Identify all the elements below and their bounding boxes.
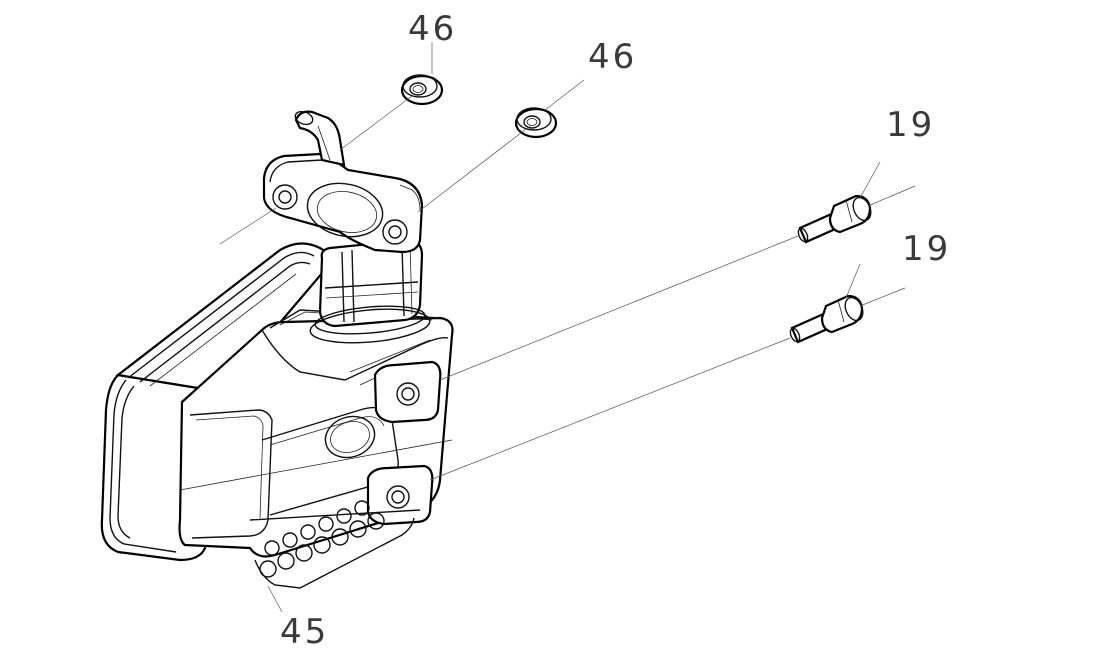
callout-nut-right: 46 [588,37,637,77]
callout-nut-left: 46 [408,9,457,49]
assembly-centerlines [219,95,916,481]
bolt-bottom [789,294,864,344]
callout-bolt-top: 19 [886,105,935,145]
callout-leaders [267,42,881,613]
flange-nut-right [514,107,558,139]
callout-bolt-bottom: 19 [902,229,951,269]
flange-nut-left [400,74,444,106]
callout-muffler: 45 [280,612,329,651]
bolt-top [797,194,872,244]
vent-holes [259,500,385,578]
muffler-assembly [100,110,454,589]
